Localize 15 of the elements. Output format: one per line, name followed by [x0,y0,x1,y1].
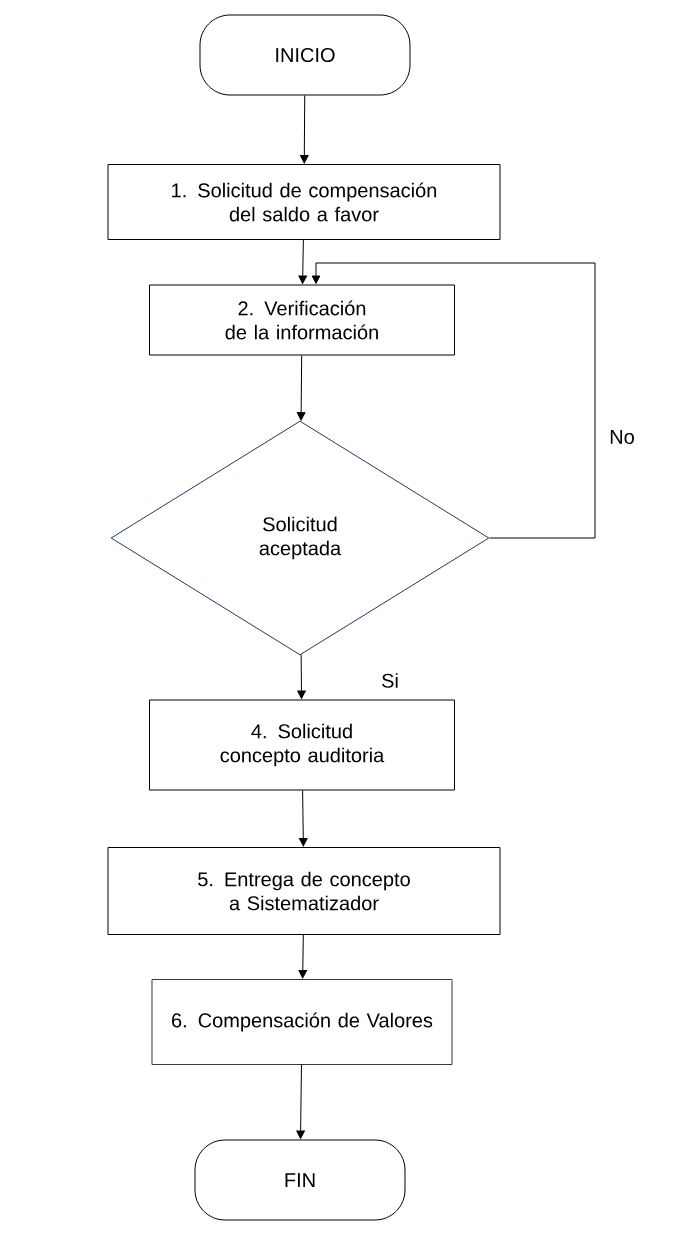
edge-label: Si [379,671,401,690]
arrow [311,262,596,539]
arrow [300,95,309,164]
process-box: 6. Compensación de Valores [151,979,453,1065]
arrow [298,239,308,284]
process-box: 5. Entrega de concepto a Sistematizador [107,847,501,935]
arrow [298,790,308,847]
arrow [296,355,306,421]
arrow [297,654,306,699]
process-box: 2. Verificación de la información [149,284,455,356]
process-box: 4. Solicitud concepto auditoria [149,699,455,791]
edge-label: No [607,428,637,446]
arrow [298,934,308,979]
process-box: 1. Solicitud de compensación del saldo a favor [107,164,501,240]
arrow [296,1064,305,1139]
